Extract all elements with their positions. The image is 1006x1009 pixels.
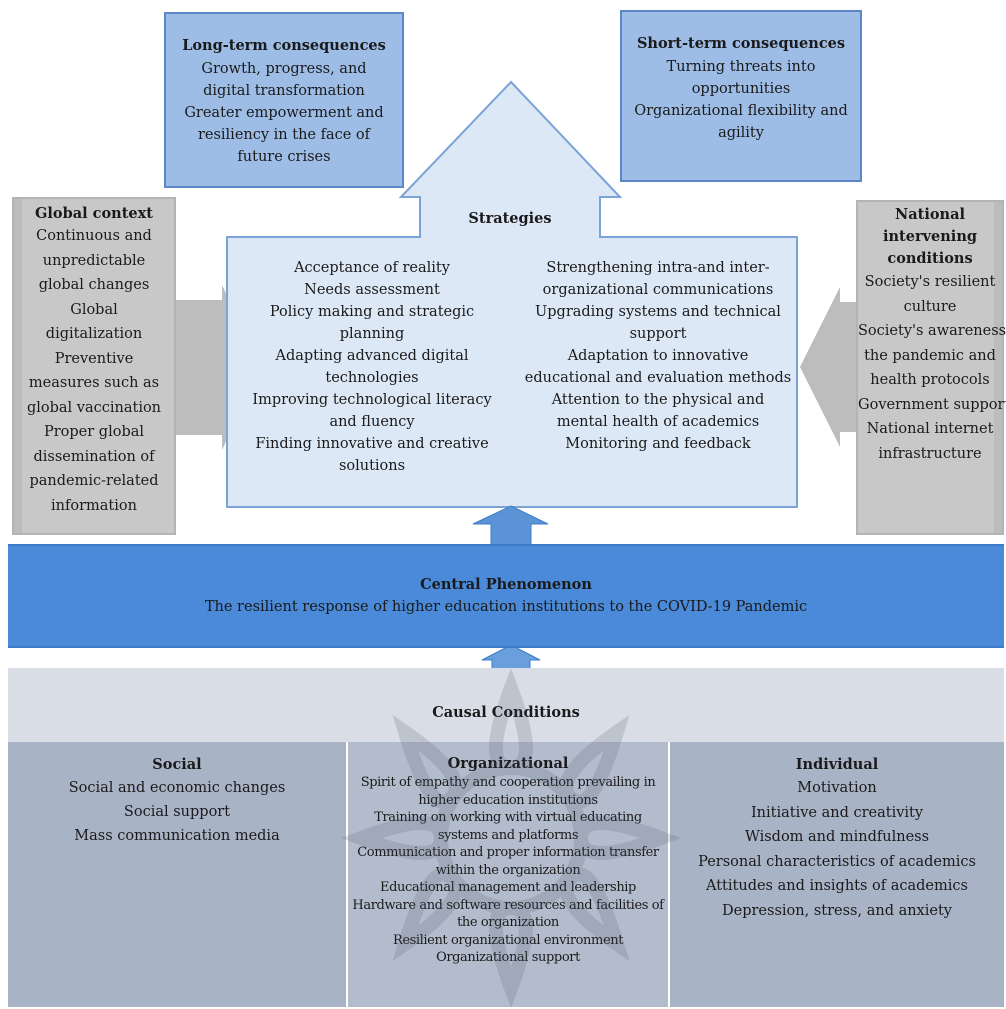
organizational-column: Organizational Spirit of empathy and coo… — [348, 742, 668, 1007]
strategy-item: Needs assessment — [304, 282, 440, 298]
national-conditions-box: National intervening conditions Society'… — [856, 200, 1006, 535]
global-context-title: Global context — [35, 205, 153, 222]
causal-to-central-arrow — [481, 644, 541, 671]
strategy-item: Improving technological literacy — [252, 392, 492, 408]
strategy-item: Policy making and strategic — [269, 304, 475, 320]
strategies-house-shape — [226, 80, 798, 508]
individual-item: Initiative and creativity — [750, 804, 924, 821]
causal-conditions-title: Causal Conditions — [432, 704, 580, 721]
global-context-item: global changes — [38, 277, 150, 293]
national-item: Government support — [858, 396, 1006, 413]
social-title: Social — [152, 756, 202, 773]
global-context-box: Global context Continuous and unpredicta… — [12, 197, 176, 535]
organizational-item: within the organization — [435, 862, 581, 878]
strategy-item: Attention to the physical and — [551, 392, 765, 408]
strategy-item: solutions — [338, 458, 406, 474]
short-term-item: opportunities — [691, 81, 791, 97]
strategy-item: organizational communications — [542, 282, 774, 298]
national-title-line: National — [895, 206, 965, 223]
organizational-item: Resilient organizational environment — [392, 932, 624, 948]
central-phenomenon-title: Central Phenomenon — [420, 576, 592, 593]
national-item: infrastructure — [878, 445, 982, 462]
central-to-strategies-arrow — [472, 505, 549, 546]
individual-item: Attitudes and insights of academics — [706, 878, 968, 894]
organizational-item: the organization — [457, 915, 559, 930]
strategy-item: and fluency — [329, 414, 415, 430]
organizational-item: Communication and proper information tra… — [357, 845, 659, 860]
causal-conditions-band — [8, 668, 1004, 742]
national-item: culture — [903, 298, 957, 315]
individual-item: Depression, stress, and anxiety — [722, 902, 952, 919]
global-context-item: digitalization — [45, 326, 143, 342]
social-item: Social support — [123, 804, 231, 820]
national-item: the pandemic and — [864, 347, 996, 364]
global-context-item: dissemination of — [33, 448, 155, 465]
strategy-item: Upgrading systems and technical — [535, 304, 781, 320]
short-term-item: Organizational flexibility and — [634, 103, 848, 119]
strategies-right-list: Strengthening intra-and inter- organizat… — [520, 257, 796, 455]
national-item: National internet — [866, 421, 994, 437]
national-item: Society's awareness of — [858, 323, 1006, 339]
strategy-item: Acceptance of reality — [294, 260, 450, 276]
organizational-item: Educational management and leadership — [380, 880, 636, 895]
national-item: health protocols — [870, 372, 990, 388]
short-term-title: Short-term consequences — [636, 35, 846, 52]
global-context-item: Continuous and — [36, 228, 152, 244]
organizational-item: Training on working with virtual educati… — [374, 810, 642, 825]
long-term-item: future crises — [237, 149, 331, 165]
social-column: Social Social and economic changes Socia… — [8, 742, 346, 1007]
national-item: Society's resilient — [864, 274, 996, 290]
social-item: Mass communication media — [74, 828, 280, 844]
strategy-item: mental health of academics — [556, 414, 760, 430]
global-context-item: Proper global — [43, 424, 145, 440]
individual-title: Individual — [795, 756, 879, 773]
strategies-title: Strategies — [468, 210, 552, 227]
global-context-item: global vaccination — [26, 399, 162, 416]
organizational-item: higher education institutions — [418, 792, 598, 808]
long-term-title: Long-term consequences — [182, 37, 386, 54]
global-context-item: Preventive — [54, 350, 134, 367]
organizational-item: Organizational support — [436, 950, 580, 965]
central-phenomenon-band: Central Phenomenon The resilient respons… — [8, 544, 1004, 648]
strategy-item: technologies — [325, 370, 419, 386]
short-term-item: Turning threats into — [666, 59, 816, 75]
individual-item: Personal characteristics of academics — [698, 853, 976, 870]
organizational-item: systems and platforms — [437, 827, 579, 843]
long-term-consequences-box: Long-term consequences Growth, progress,… — [164, 12, 404, 188]
strategy-item: Strengthening intra-and inter- — [546, 260, 770, 276]
individual-item: Wisdom and mindfulness — [744, 829, 930, 845]
organizational-title: Organizational — [447, 755, 569, 772]
organizational-item: Spirit of empathy and cooperation prevai… — [360, 775, 656, 790]
global-context-item: pandemic-related — [29, 473, 159, 489]
strategy-item: Adapting advanced digital — [275, 348, 469, 364]
social-item: Social and economic changes — [68, 780, 286, 796]
national-title-line: intervening — [883, 228, 977, 245]
strategy-item: Monitoring and feedback — [565, 436, 751, 452]
global-context-item: information — [51, 497, 137, 514]
individual-column: Individual Motivation Initiative and cre… — [670, 742, 1004, 1007]
strategy-item: support — [629, 326, 687, 342]
strategy-item: Adaptation to innovative — [567, 348, 749, 364]
long-term-item: digital transformation — [203, 83, 365, 99]
strategy-item: planning — [339, 326, 405, 342]
individual-item: Motivation — [797, 780, 877, 796]
long-term-item: Greater empowerment and — [184, 105, 384, 121]
short-term-item: agility — [718, 125, 764, 141]
organizational-item: Hardware and software resources and faci… — [352, 897, 664, 913]
global-context-item: measures such as — [28, 375, 160, 391]
strategy-item: educational and evaluation methods — [524, 370, 792, 386]
global-context-item: unpredictable — [42, 252, 146, 269]
long-term-item: resiliency in the face of — [197, 127, 371, 143]
strategies-left-list: Acceptance of reality Needs assessment P… — [238, 257, 506, 477]
national-context-arrow — [800, 287, 858, 447]
global-context-item: Global — [70, 301, 118, 318]
central-phenomenon-text: The resilient response of higher educati… — [204, 599, 808, 615]
national-title-line: conditions — [887, 250, 973, 267]
short-term-consequences-box: Short-term consequences Turning threats … — [620, 10, 862, 182]
long-term-item: Growth, progress, and — [201, 61, 367, 77]
strategy-item: Finding innovative and creative — [255, 436, 489, 452]
